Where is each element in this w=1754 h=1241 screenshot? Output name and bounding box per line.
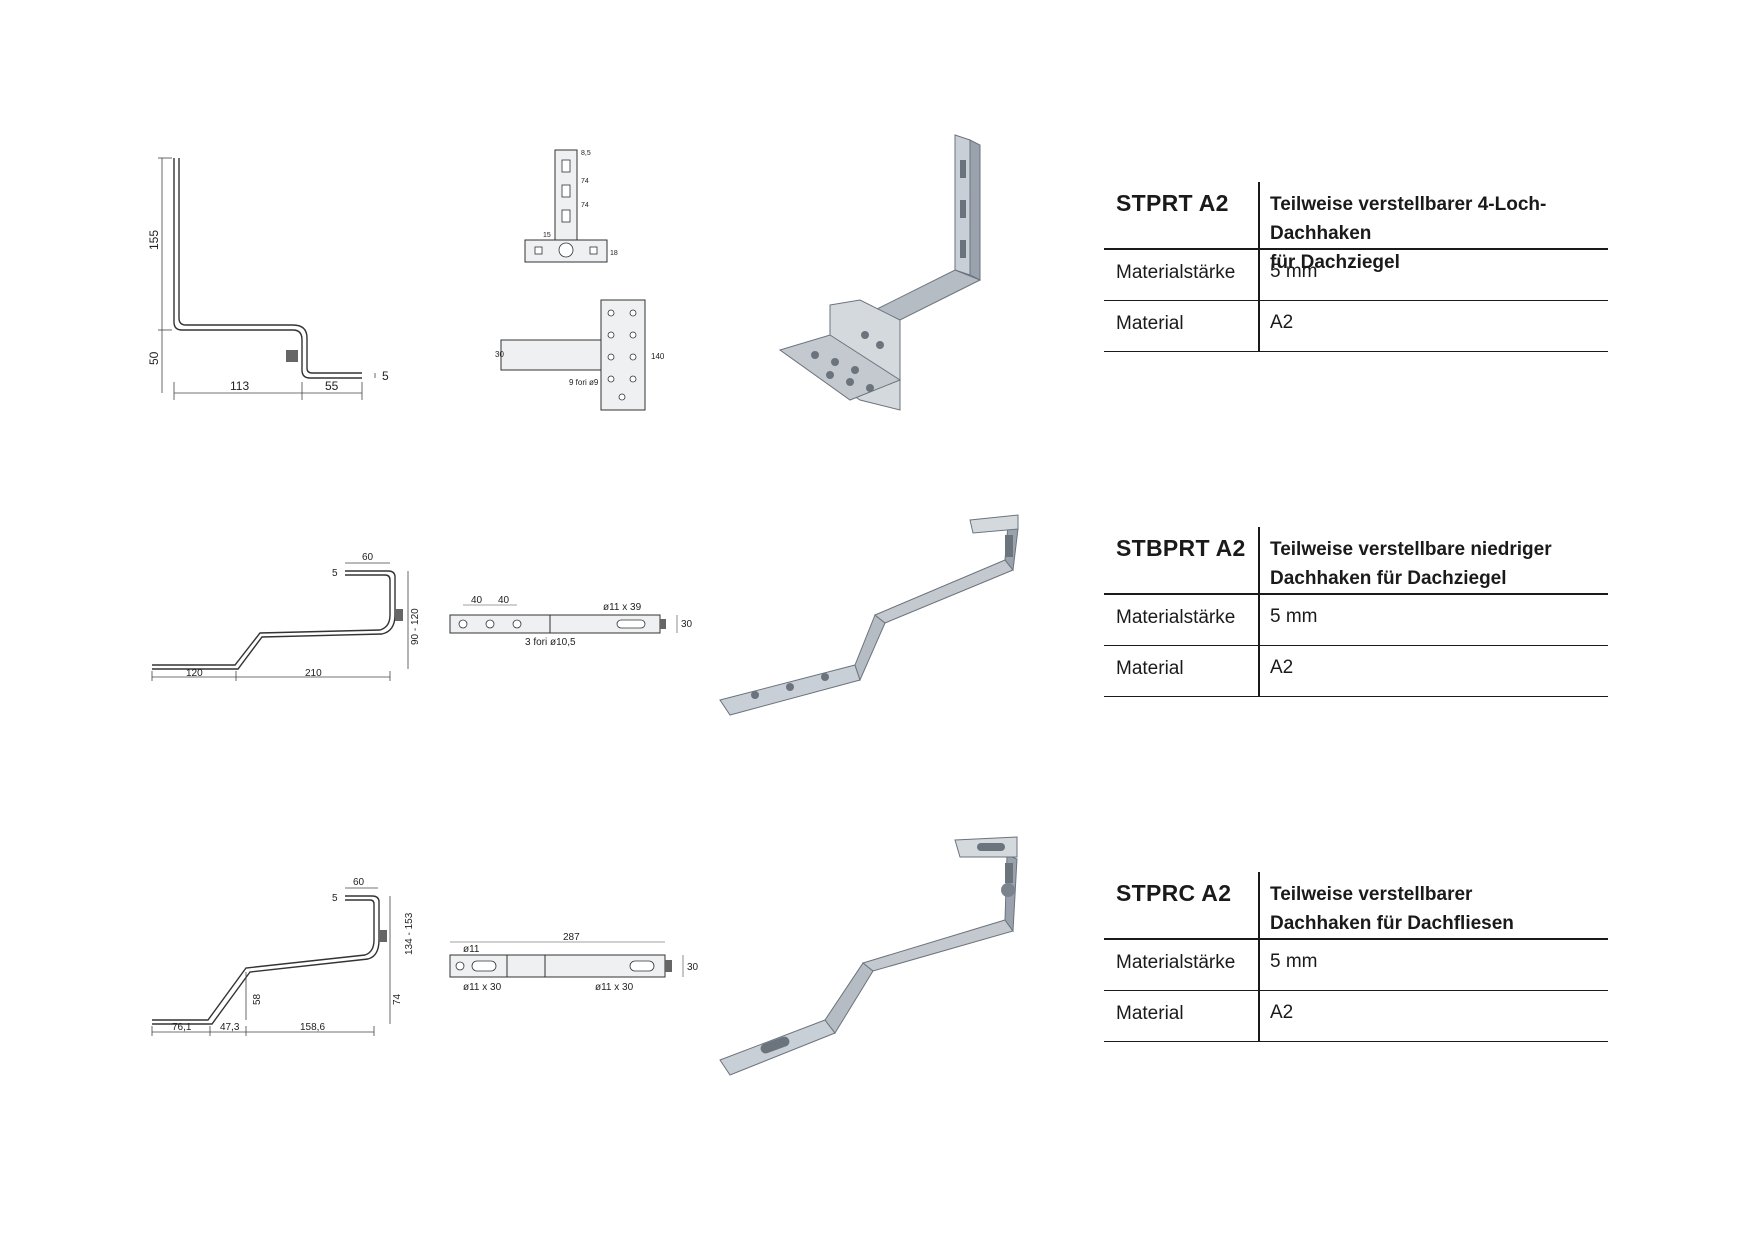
dim-30: 30 — [687, 962, 699, 973]
dim-5: 5 — [382, 369, 389, 383]
dim-47-3: 47,3 — [220, 1022, 240, 1033]
bolt-icon — [665, 960, 672, 972]
spec-table-stprc: STPRC A2 Teilweise verstellbarer Dachhak… — [1104, 872, 1608, 1042]
dim-60: 60 — [362, 552, 374, 563]
dim-30: 30 — [681, 619, 693, 630]
stbprt-side-drawing: 120 210 60 5 90 - 120 — [151, 552, 421, 681]
stprt-side-drawing: 155 50 113 55 5 — [147, 157, 389, 400]
dim-slot-a: ø11 x 30 — [463, 982, 502, 993]
dim-60: 60 — [353, 877, 365, 888]
spec-row: Material A2 — [1104, 991, 1608, 1042]
bolt-icon — [286, 350, 298, 362]
dim-55: 55 — [325, 379, 339, 393]
dim-74: 74 — [392, 993, 403, 1005]
dim-74-a: 74 — [581, 178, 589, 185]
bolt-icon — [395, 609, 403, 621]
spec-row: Material A2 — [1104, 301, 1608, 352]
spec-table-stprt: STPRT A2 Teilweise verstellbarer 4-Loch-… — [1104, 182, 1608, 352]
bolt-icon — [660, 619, 666, 629]
dim-113: 113 — [230, 379, 249, 393]
product-code: STPRT A2 — [1116, 190, 1229, 216]
dim-210: 210 — [305, 668, 322, 679]
stprc-plan-drawing: 287 ø11 30 ø11 x 30 ø11 x 30 — [449, 932, 699, 993]
dim-5: 5 — [332, 568, 338, 579]
stprc-3d-render — [719, 836, 1018, 1076]
dim-15: 15 — [543, 232, 551, 239]
dim-58: 58 — [252, 993, 263, 1005]
stbprt-plan-drawing: 40 40 ø11 x 39 30 3 fori ø10,5 — [449, 595, 693, 648]
bolt-icon — [379, 930, 387, 942]
stbprt-3d-render — [719, 514, 1019, 716]
product-title: Teilweise verstellbare niedriger Dachhak… — [1258, 527, 1608, 593]
dim-slot-b: ø11 x 30 — [595, 982, 634, 993]
dim-50: 50 — [147, 351, 161, 365]
spec-row: Materialstärke 5 mm — [1104, 250, 1608, 301]
dim-120: 120 — [186, 668, 203, 679]
dim-155: 155 — [147, 230, 161, 250]
dim-30: 30 — [495, 350, 504, 359]
product-title: Teilweise verstellbarer 4-Loch-Dachhaken… — [1258, 182, 1608, 273]
stprc-side-drawing: 76,1 47,3 158,6 58 74 134 - 153 60 5 — [151, 877, 415, 1036]
dim-90-120: 90 - 120 — [410, 608, 421, 645]
spec-table-stbprt: STBPRT A2 Teilweise verstellbare niedrig… — [1104, 527, 1608, 697]
dim-holes: 3 fori ø10,5 — [525, 637, 576, 648]
spec-row: Materialstärke 5 mm — [1104, 595, 1608, 646]
product-title: Teilweise verstellbarer Dachhaken für Da… — [1258, 872, 1608, 938]
dim-76-1: 76,1 — [172, 1022, 192, 1033]
stprt-plan-drawing: 8,5 74 74 15 18 30 140 9 fori ø9 — [495, 149, 665, 411]
dim-18: 18 — [610, 250, 618, 257]
dim-158-6: 158,6 — [300, 1022, 325, 1033]
dim-74-b: 74 — [581, 202, 589, 209]
dim-8-5: 8,5 — [581, 150, 591, 157]
dim-holes: 9 fori ø9 — [569, 378, 599, 387]
stprt-3d-render — [778, 134, 982, 411]
spec-row: Material A2 — [1104, 646, 1608, 697]
product-code: STPRC A2 — [1116, 880, 1232, 906]
product-code: STBPRT A2 — [1116, 535, 1246, 561]
dim-40-b: 40 — [498, 595, 510, 606]
dim-slot: ø11 x 39 — [603, 602, 642, 613]
spec-row: Materialstärke 5 mm — [1104, 940, 1608, 991]
dim-40-a: 40 — [471, 595, 483, 606]
dim-287: 287 — [563, 932, 580, 943]
dim-134-153: 134 - 153 — [404, 912, 415, 955]
dim-hole: ø11 — [463, 944, 480, 955]
dim-5: 5 — [332, 893, 338, 904]
dim-140: 140 — [651, 352, 665, 361]
